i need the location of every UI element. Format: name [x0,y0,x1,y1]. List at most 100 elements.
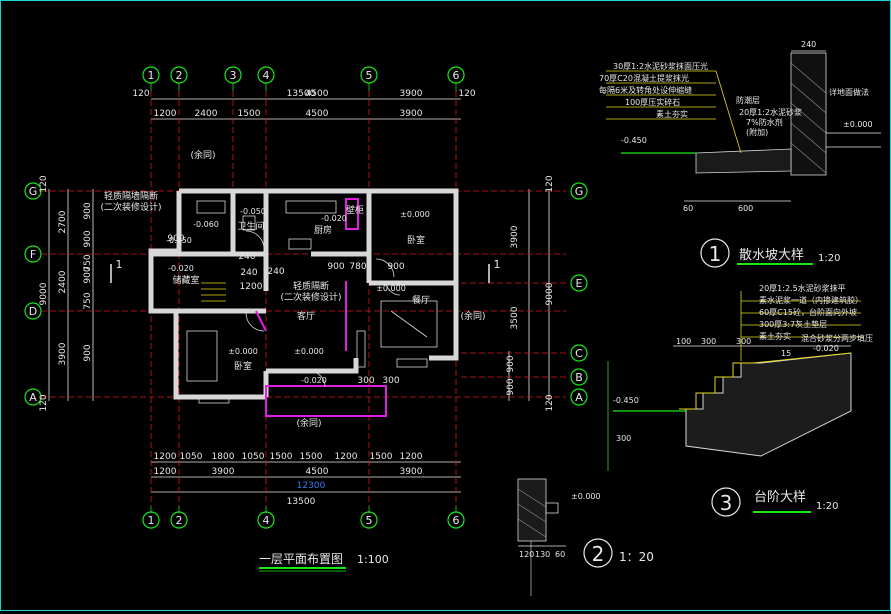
detail1-layer-3: 每隔6米及转角处设伸缩缝 [599,85,692,95]
dim-bottom-detail-8: 1200 [400,452,423,462]
dim-left-outer-1: 9000 [39,282,49,305]
elevation-3: -0.020 [301,376,327,385]
axis-top-3-label: 3 [230,69,237,82]
dim-top-detail-4: 3900 [400,109,423,119]
detail3-dim-5: 15 [781,349,791,358]
detail2-title-block: 2 1：20 [583,538,654,568]
room-living: 客厅 [297,310,315,322]
dim-left-outer-0: 120 [39,175,49,192]
detail1-title-block: 1 散水坡大样 1:20 [700,238,840,268]
detail1-number: 1 [709,242,722,266]
axis-top-4-label: 4 [263,69,270,82]
plan-title-block: 一层平面布置图 1:100 [259,552,389,572]
dim-left-inner-1: 900 [83,230,93,247]
axis-right-E-circle [570,274,588,292]
axis-left-A-label: A [29,391,37,404]
detail3-layer-5: 素土夯实 [759,331,791,341]
detail1-layer-1: 30厚1:2水泥砂浆抹面压光 [613,61,708,71]
axis-right-B-label: B [575,371,583,384]
elevation-2: -0.020 [321,214,347,223]
axis-right-B-circle [570,368,588,386]
detail3-scale: 1:20 [816,501,838,512]
dim-bottom-mid-1: 3900 [212,467,235,477]
room-wc: 卫生间 [237,220,264,232]
detail2-drawing [517,478,566,596]
note-partition2b: (二次装修设计) [280,291,341,303]
room-dining: 餐厅 [412,294,430,306]
detail2-number: 2 [592,542,605,566]
dim-bottom-mid-3: 3900 [400,467,423,477]
dim-bottom-detail-4: 1500 [270,452,293,462]
plan-scale: 1:100 [357,553,389,566]
dim-bottom-detail-5: 1500 [300,452,323,462]
dim-misc-6: 300 [357,376,374,386]
dim-right-outer-2: 120 [545,394,555,411]
room-closet: 壁柜 [346,204,364,216]
plan-elevation-texts: -0.050-0.020-0.020-0.020±0.000±0.000±0.0… [166,207,430,385]
dim-left-mid-1: 2400 [58,270,68,293]
axis-bottom-4-circle [257,511,275,529]
section-mark-left: 1 [116,258,123,271]
detail2-dim-3: 60 [555,550,565,559]
axis-bottom-2-label: 2 [176,514,183,527]
detail2-labels: ±0.000 120 130 60 [519,492,601,559]
axis-right-E-label: E [576,277,583,290]
detail3-dim-2: 300 [701,337,716,346]
plan-walls [148,188,459,400]
detail1-title: 散水坡大样 [739,248,804,263]
dim-top-mid-1: 4500 [306,89,329,99]
axis-right-G-circle [570,182,588,200]
axis-left-F-label: F [30,248,36,261]
axis-left-G-label: G [29,185,38,198]
dim-left-inner-3: 900 [83,266,93,283]
dim-bottom-mid-0: 1200 [154,467,177,477]
dim-misc-0: 900 [327,262,344,272]
note-partition2: 轻质隔断 [293,280,329,292]
elevation-8: -0.060 [193,220,219,229]
dim-misc-4: 780 [349,262,366,272]
detail3-dim-4: 300 [616,434,631,443]
axis-left-D-label: D [29,305,37,318]
plan-furniture [186,200,438,404]
detail3-dim-1: 100 [676,337,691,346]
detail1-note-3: 7%防水剂 [746,117,783,127]
dim-right-inner-1: 900 [506,378,516,395]
axis-bottom-6-label: 6 [453,514,460,527]
dim-misc-1: 1200 [240,282,263,292]
elevation-9: -0.050 [166,236,192,245]
detail1-elev-low: -0.450 [621,136,647,145]
detail1-layer-2: 70厚C20混凝土提浆抹光 [599,73,689,83]
detail1-dim-600: 600 [738,204,753,213]
axis-top-4-circle [257,66,275,84]
axis-left-D-circle [24,302,42,320]
elevation-4: ±0.000 [400,210,430,219]
dim-bottom-overall: 13500 [287,497,316,507]
detail2-scale: 1：20 [619,550,654,564]
detail3-layer-3: 60厚C15砼，台阶面向外坡 [759,307,857,317]
detail3-layer-4: 300厚3:7灰土垫层 [759,319,827,329]
axis-bottom-2-circle [170,511,188,529]
plan-room-labels: 卫生间 厨房 壁柜 卧室 储藏室 客厅 餐厅 卧室 轻质隔墙隔断 (二次装修设计… [100,149,485,429]
dim-top-mid-0: 120 [132,89,149,99]
axis-bottom-4-label: 4 [263,514,270,527]
dim-top-mid-3: 120 [458,89,475,99]
room-kitchen: 厨房 [314,224,332,236]
dim-left-outer-2: 120 [39,394,49,411]
detail3-drawing [607,291,861,471]
dim-top-detail-0: 1200 [154,109,177,119]
detail1-dim-240: 240 [801,40,816,49]
dim-top-mid-2: 3900 [400,89,423,99]
detail1-layer-5: 素土夯实 [656,109,688,119]
dim-left-inner-0: 900 [83,202,93,219]
dim-right-mid-1: 3500 [510,306,520,329]
dim-bottom-detail-3: 1050 [242,452,265,462]
detail3-dim-3: 300 [736,337,751,346]
axis-right-C-label: C [575,347,583,360]
detail1-dim-60: 60 [683,204,693,213]
detail3-title-block: 3 台阶大样 1:20 [711,487,838,517]
dim-misc-5: 900 [387,262,404,272]
